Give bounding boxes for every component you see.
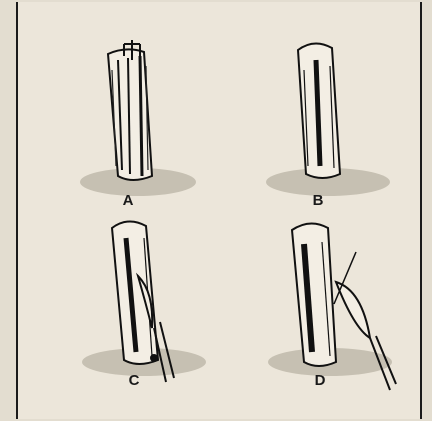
- panel-b: B: [250, 30, 420, 230]
- panel-label-c: C: [114, 372, 154, 389]
- panel-label-d: D: [300, 372, 340, 389]
- panel-d: D: [250, 212, 420, 412]
- panel-label-b: B: [298, 192, 338, 209]
- panel-label-a: A: [108, 192, 148, 209]
- panel-c: C: [66, 212, 236, 412]
- panel-a: A: [66, 30, 236, 230]
- figure-frame: A B: [16, 2, 422, 419]
- split-dowel-illustration: [66, 30, 236, 230]
